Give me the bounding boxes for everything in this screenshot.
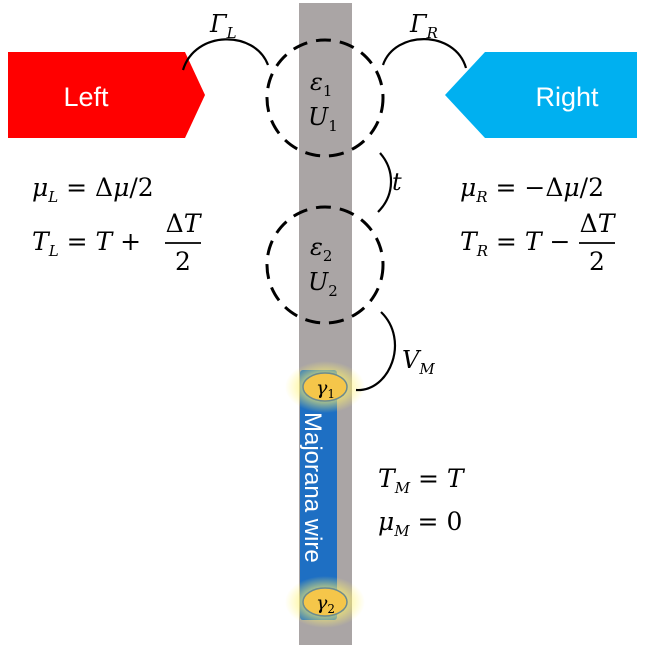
left-lead-label: Left bbox=[63, 82, 109, 112]
majorana-mode-2: γ2 bbox=[285, 576, 365, 628]
right-lead-arrow bbox=[445, 52, 637, 138]
gamma-right-label: ΓR bbox=[409, 10, 438, 42]
svg-text:ΔT: ΔT bbox=[580, 209, 617, 238]
gamma-left-coupling-arc bbox=[181, 38, 270, 71]
left-lead-arrow bbox=[8, 52, 205, 138]
right-lead-label: Right bbox=[535, 82, 599, 112]
gamma-left-label: ΓL bbox=[209, 10, 237, 42]
majorana-mode-1: γ1 bbox=[285, 361, 365, 413]
majorana-wire-label: Majorana wire bbox=[299, 412, 326, 563]
svg-text:2: 2 bbox=[589, 247, 605, 276]
left-temperature-fraction: ΔT 2 bbox=[165, 209, 203, 276]
left-mu-equation: μL = Δμ/2 bbox=[32, 173, 154, 206]
majorana-mode-2-circle bbox=[302, 587, 348, 617]
svg-text:2: 2 bbox=[175, 247, 191, 276]
quantum-dot-1 bbox=[265, 38, 385, 158]
majorana-wire bbox=[300, 370, 337, 620]
right-temperature-equation: TR = T − bbox=[460, 227, 570, 260]
gamma-right-coupling-arc bbox=[381, 38, 468, 69]
majorana-mode-1-circle bbox=[302, 372, 348, 402]
left-temperature-equation: TL = T + bbox=[32, 227, 141, 260]
interdot-hopping-label: t bbox=[392, 168, 402, 196]
majorana-coupling-label: VM bbox=[402, 346, 435, 378]
majorana-coupling-arc bbox=[355, 311, 397, 392]
interdot-coupling-arc bbox=[377, 152, 393, 213]
right-mu-equation: μR = −Δμ/2 bbox=[460, 173, 604, 206]
quantum-dot-2 bbox=[265, 205, 385, 325]
svg-text:ΔT: ΔT bbox=[166, 209, 203, 238]
right-temperature-fraction: ΔT 2 bbox=[579, 209, 617, 276]
majorana-mu-equation: μM = 0 bbox=[378, 507, 462, 540]
majorana-wire-label-text: Majorana wire bbox=[299, 412, 326, 563]
majorana-temperature-equation: TM = T bbox=[378, 464, 466, 497]
